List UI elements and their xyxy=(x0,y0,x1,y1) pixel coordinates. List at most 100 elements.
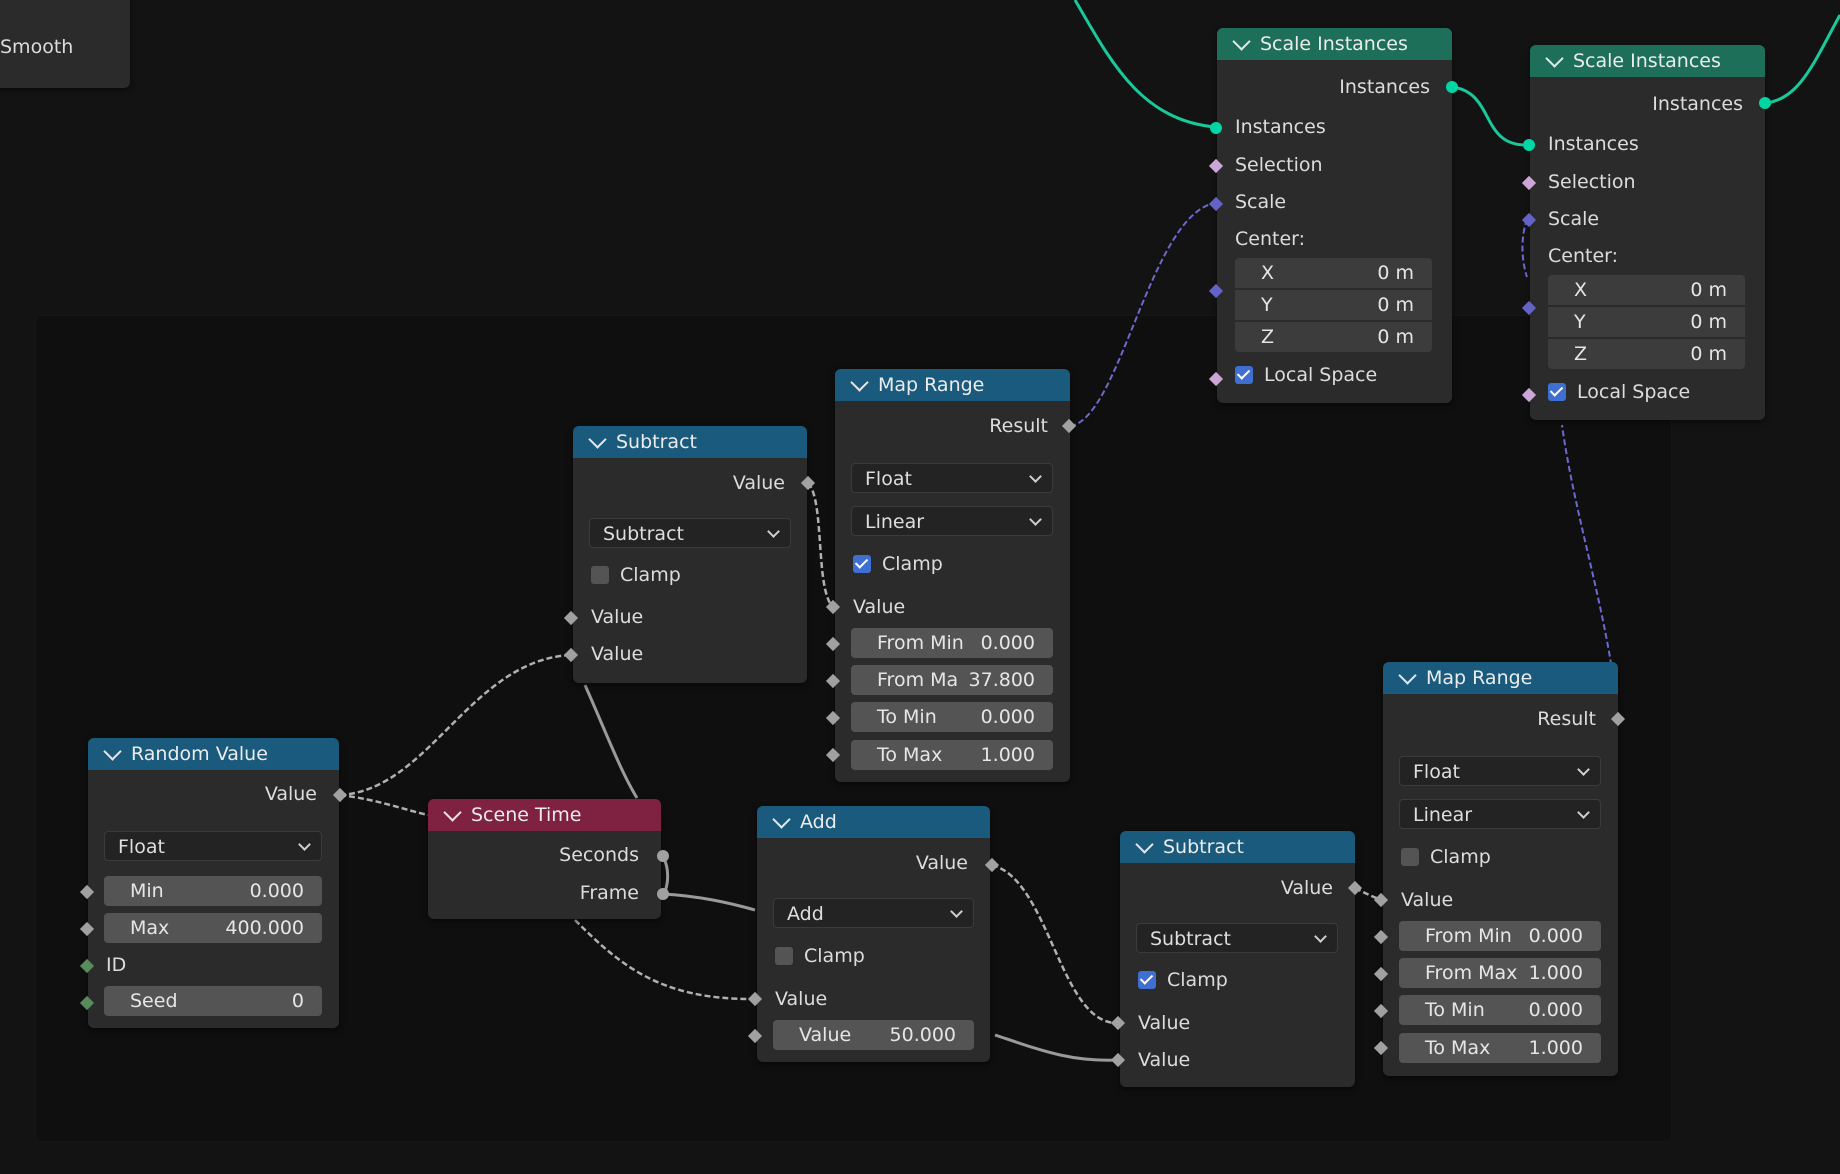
field-label: From Max xyxy=(1425,962,1518,984)
checkbox-box[interactable] xyxy=(1401,848,1419,866)
checkbox-box[interactable] xyxy=(775,947,793,965)
y-label: Y xyxy=(1261,294,1273,316)
center-x-field[interactable]: X 0 m xyxy=(1235,258,1432,288)
chevron-down-icon xyxy=(298,838,311,851)
chevron-down-icon[interactable] xyxy=(443,802,462,822)
selection-label: Selection xyxy=(1235,154,1323,176)
input-value-2-label: Value xyxy=(1138,1049,1191,1071)
interpolation-dropdown[interactable]: Linear xyxy=(851,506,1053,536)
field-label: To Min xyxy=(1425,999,1485,1021)
local-space-label: Local Space xyxy=(1577,381,1691,403)
checkbox-box[interactable] xyxy=(591,566,609,584)
data-type-dropdown[interactable]: Float xyxy=(104,831,322,861)
chevron-down-icon[interactable] xyxy=(772,809,791,829)
checkbox-box[interactable] xyxy=(1548,383,1566,401)
add-node[interactable]: Add Value Add Clamp Value Value 50.000 xyxy=(757,806,990,1062)
max-field[interactable]: Max 400.000 xyxy=(104,913,322,943)
selection-label: Selection xyxy=(1548,171,1636,193)
node-header[interactable]: Scene Time xyxy=(428,799,661,831)
field-value: 1.000 xyxy=(980,744,1035,766)
link-maprange1-scale1 xyxy=(1069,202,1216,427)
to-max-field[interactable]: To Max 1.000 xyxy=(1399,1033,1601,1063)
clamp-checkbox[interactable]: Clamp xyxy=(1138,965,1318,995)
to-max-field[interactable]: To Max 1.000 xyxy=(851,740,1053,770)
to-min-field[interactable]: To Min 0.000 xyxy=(851,702,1053,732)
z-value: 0 m xyxy=(1377,326,1414,348)
seed-field[interactable]: Seed 0 xyxy=(104,986,322,1016)
center-y-field[interactable]: Y 0 m xyxy=(1548,307,1745,337)
clamp-checkbox[interactable]: Clamp xyxy=(853,549,1033,579)
chevron-down-icon[interactable] xyxy=(1135,834,1154,854)
clamp-checkbox[interactable]: Clamp xyxy=(591,560,771,590)
operation-dropdown[interactable]: Add xyxy=(773,898,974,928)
chevron-down-icon[interactable] xyxy=(1398,665,1417,685)
scale-instances-node-1[interactable]: Scale Instances Instances Instances Sele… xyxy=(1217,28,1452,403)
field-label: To Max xyxy=(877,744,943,766)
checkbox-box[interactable] xyxy=(1235,366,1253,384)
z-value: 0 m xyxy=(1690,343,1727,365)
field-label: From Min xyxy=(877,632,964,654)
output-value-label: Value xyxy=(915,852,968,874)
chevron-down-icon xyxy=(767,525,780,538)
input-value-2-field[interactable]: Value 50.000 xyxy=(773,1020,974,1050)
checkbox-box[interactable] xyxy=(1138,971,1156,989)
scene-time-node[interactable]: Scene Time Seconds Frame xyxy=(428,799,661,919)
partial-node[interactable]: Smooth xyxy=(0,0,130,88)
center-label: Center: xyxy=(1548,245,1619,267)
chevron-down-icon[interactable] xyxy=(103,741,122,761)
data-type-dropdown[interactable]: Float xyxy=(851,463,1053,493)
node-title: Add xyxy=(800,811,837,833)
from-max-field[interactable]: From Max 1.000 xyxy=(1399,958,1601,988)
from-min-field[interactable]: From Min 0.000 xyxy=(1399,921,1601,951)
to-min-field[interactable]: To Min 0.000 xyxy=(1399,995,1601,1025)
node-header[interactable]: Scale Instances xyxy=(1530,45,1765,77)
data-type-dropdown[interactable]: Float xyxy=(1399,756,1601,786)
seconds-label: Seconds xyxy=(559,844,639,866)
node-header[interactable]: Map Range xyxy=(835,369,1070,401)
node-header[interactable]: Map Range xyxy=(1383,662,1618,694)
node-header[interactable]: Add xyxy=(757,806,990,838)
from-max-field[interactable]: From Ma 37.800 xyxy=(851,665,1053,695)
center-z-field[interactable]: Z 0 m xyxy=(1548,339,1745,369)
random-value-node[interactable]: Random Value Value Float Min 0.000 Max 4… xyxy=(88,738,339,1028)
operation-dropdown[interactable]: Subtract xyxy=(1136,923,1338,953)
chevron-down-icon[interactable] xyxy=(1545,48,1564,68)
value-input-label: Value xyxy=(1401,889,1454,911)
center-z-field[interactable]: Z 0 m xyxy=(1235,322,1432,352)
min-field[interactable]: Min 0.000 xyxy=(104,876,322,906)
chevron-down-icon[interactable] xyxy=(588,429,607,449)
dropdown-value: Float xyxy=(1413,761,1460,783)
node-header[interactable]: Subtract xyxy=(1120,831,1355,863)
map-range-node-2[interactable]: Map Range Result Float Linear Clamp Valu… xyxy=(1383,662,1618,1076)
chevron-down-icon[interactable] xyxy=(1232,31,1251,51)
center-y-field[interactable]: Y 0 m xyxy=(1235,290,1432,320)
field-value: 0.000 xyxy=(249,880,304,902)
local-space-label: Local Space xyxy=(1264,364,1378,386)
center-x-field[interactable]: X 0 m xyxy=(1548,275,1745,305)
map-range-node-1[interactable]: Map Range Result Float Linear Clamp Valu… xyxy=(835,369,1070,782)
checkbox-box[interactable] xyxy=(853,555,871,573)
node-header[interactable]: Random Value xyxy=(88,738,339,770)
link-geometry-out xyxy=(1764,14,1840,105)
center-label: Center: xyxy=(1235,228,1306,250)
output-value-label: Value xyxy=(1280,877,1333,899)
clamp-label: Clamp xyxy=(620,564,681,586)
node-header[interactable]: Scale Instances xyxy=(1217,28,1452,60)
clamp-checkbox[interactable]: Clamp xyxy=(1401,842,1581,872)
node-title: Scale Instances xyxy=(1573,50,1721,72)
scale-instances-node-2[interactable]: Scale Instances Instances Instances Sele… xyxy=(1530,45,1765,420)
field-label: Value xyxy=(799,1024,852,1046)
local-space-checkbox[interactable]: Local Space xyxy=(1235,360,1435,390)
node-header[interactable]: Subtract xyxy=(573,426,807,458)
clamp-checkbox[interactable]: Clamp xyxy=(775,941,955,971)
link-add-subtract2 xyxy=(991,863,1119,1025)
subtract-node-1[interactable]: Subtract Value Subtract Clamp Value Valu… xyxy=(573,426,807,683)
interpolation-dropdown[interactable]: Linear xyxy=(1399,799,1601,829)
local-space-checkbox[interactable]: Local Space xyxy=(1548,377,1748,407)
chevron-down-icon[interactable] xyxy=(850,372,869,392)
from-min-field[interactable]: From Min 0.000 xyxy=(851,628,1053,658)
subtract-node-2[interactable]: Subtract Value Subtract Clamp Value Valu… xyxy=(1120,831,1355,1087)
clamp-label: Clamp xyxy=(882,553,943,575)
operation-dropdown[interactable]: Subtract xyxy=(589,518,791,548)
